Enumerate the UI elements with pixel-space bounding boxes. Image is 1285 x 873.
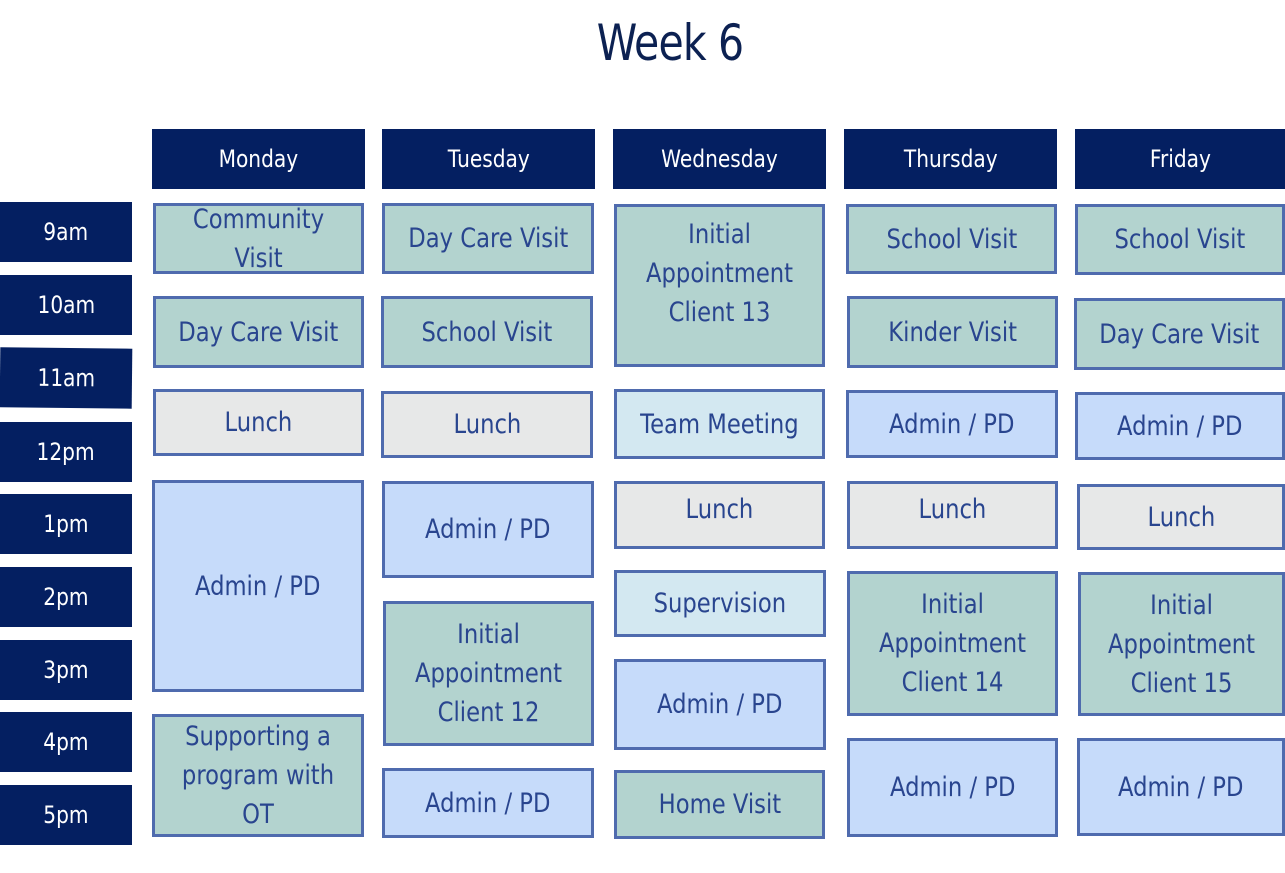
schedule-block-wednesday-admin: Admin / PD (614, 659, 826, 750)
day-header-tuesday: Tuesday (382, 129, 595, 189)
page-title: Week 6 (596, 14, 744, 72)
schedule-block-monday-supporting-program: Supporting a program with OT (152, 714, 364, 837)
schedule-block-thursday-lunch: Lunch (847, 481, 1058, 549)
schedule-block-thursday-school-visit: School Visit (846, 204, 1057, 274)
time-label-2pm: 2pm (0, 567, 132, 627)
schedule-block-monday-day-care-visit: Day Care Visit (153, 296, 364, 368)
schedule-block-tuesday-initial-appointment: Initial Appointment Client 12 (383, 601, 594, 746)
schedule-block-monday-lunch: Lunch (153, 389, 364, 456)
day-header-thursday: Thursday (844, 129, 1057, 189)
time-label-11am: 11am (0, 347, 133, 409)
schedule-block-tuesday-lunch: Lunch (381, 391, 593, 458)
schedule-block-wednesday-supervision: Supervision (614, 570, 826, 637)
schedule-block-wednesday-initial-appointment: Initial Appointment Client 13 (614, 204, 825, 367)
schedule-block-friday-initial-appointment: Initial Appointment Client 15 (1078, 572, 1285, 716)
schedule-block-friday-day-care-visit: Day Care Visit (1074, 298, 1285, 370)
time-label-1pm: 1pm (0, 494, 132, 554)
schedule-block-wednesday-team-meeting: Team Meeting (614, 389, 825, 459)
schedule-block-tuesday-admin: Admin / PD (382, 481, 594, 578)
schedule-block-thursday-admin-2: Admin / PD (847, 738, 1058, 837)
schedule-block-friday-school-visit: School Visit (1075, 204, 1285, 275)
day-header-wednesday: Wednesday (613, 129, 826, 189)
time-label-3pm: 3pm (0, 640, 132, 700)
time-label-9am: 9am (0, 202, 132, 262)
schedule-block-thursday-admin: Admin / PD (846, 390, 1058, 458)
schedule-block-wednesday-lunch: Lunch (614, 481, 825, 549)
schedule-block-thursday-kinder-visit: Kinder Visit (847, 296, 1058, 368)
time-label-5pm: 5pm (0, 785, 132, 845)
schedule-block-thursday-initial-appointment: Initial Appointment Client 14 (847, 571, 1058, 716)
schedule-block-tuesday-admin-2: Admin / PD (382, 768, 594, 838)
schedule-block-tuesday-day-care-visit: Day Care Visit (382, 203, 594, 274)
schedule-block-monday-admin: Admin / PD (152, 480, 364, 692)
schedule-block-tuesday-school-visit: School Visit (381, 296, 593, 368)
schedule-block-friday-admin: Admin / PD (1075, 392, 1285, 460)
time-label-4pm: 4pm (0, 712, 132, 772)
day-header-friday: Friday (1075, 129, 1285, 189)
schedule-block-friday-lunch: Lunch (1077, 484, 1285, 550)
time-label-10am: 10am (0, 275, 132, 335)
schedule-block-friday-admin-2: Admin / PD (1077, 738, 1285, 836)
day-header-monday: Monday (152, 129, 365, 189)
time-label-12pm: 12pm (0, 422, 132, 482)
schedule-block-wednesday-home-visit: Home Visit (614, 770, 825, 839)
schedule-block-monday-community-visit: Community Visit (153, 203, 364, 274)
